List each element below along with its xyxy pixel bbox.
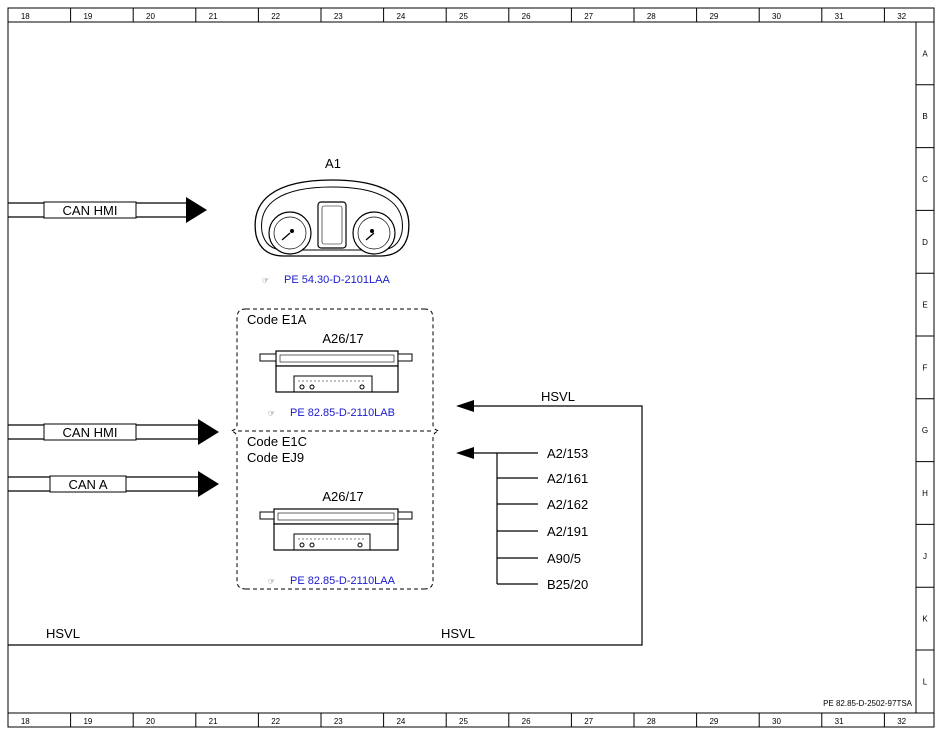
ruler-column-label: 20 xyxy=(146,12,155,21)
variant2-ref-link[interactable]: ☞ PE 82.85-D-2110LAA xyxy=(268,575,396,587)
right-ruler: A B C D E F G H J K L xyxy=(916,49,934,686)
pointing-hand-icon: ☞ xyxy=(268,577,275,586)
ruler-row-label: C xyxy=(922,175,928,184)
bottom-ruler: 18 19 20 21 22 23 24 25 26 27 28 29 30 31 32 xyxy=(21,713,907,727)
ruler-row-label: G xyxy=(922,426,928,435)
variant2-module-label: A26/17 xyxy=(322,489,363,504)
pointing-hand-icon: ☞ xyxy=(262,276,269,285)
ruler-column-label: 18 xyxy=(21,12,30,21)
ruler-row-label: D xyxy=(922,238,928,247)
ruler-column-label: 25 xyxy=(459,12,468,21)
ruler-column-label: 30 xyxy=(772,717,781,726)
ruler-column-label: 32 xyxy=(897,717,906,726)
ruler-column-label: 24 xyxy=(396,717,405,726)
arrow-right-icon xyxy=(198,471,219,497)
variant1-module-label: A26/17 xyxy=(322,331,363,346)
hsvl-label-mid: HSVL xyxy=(441,626,475,641)
ruler-row-label: F xyxy=(923,363,928,372)
cluster-label: A1 xyxy=(325,156,341,171)
ruler-column-label: 32 xyxy=(897,12,906,21)
cluster-ref-text: PE 54.30-D-2101LAA xyxy=(284,274,390,286)
top-ruler: 18 19 20 21 22 23 24 25 26 27 28 29 30 31 32 xyxy=(21,8,907,22)
hsvl-label-top: HSVL xyxy=(541,389,575,404)
input-component-label[interactable]: A2/162 xyxy=(547,497,588,512)
variant1-ref-link[interactable]: ☞ PE 82.85-D-2110LAB xyxy=(268,407,395,419)
ruler-column-label: 21 xyxy=(209,12,218,21)
arrow-left-icon xyxy=(456,400,474,412)
ruler-row-label: A xyxy=(922,49,928,58)
ruler-column-label: 30 xyxy=(772,12,781,21)
can-hmi-bus-2[interactable]: CAN HMI xyxy=(8,419,219,445)
ruler-column-label: 18 xyxy=(21,717,30,726)
ruler-column-label: 26 xyxy=(522,717,531,726)
ruler-column-label: 24 xyxy=(396,12,405,21)
ruler-column-label: 27 xyxy=(584,12,593,21)
ruler-row-label: H xyxy=(922,489,928,498)
ruler-column-label: 19 xyxy=(83,717,92,726)
can-hmi-bus-1[interactable]: CAN HMI xyxy=(8,197,207,223)
hsvl-label-left: HSVL xyxy=(46,626,80,641)
ruler-column-label: 27 xyxy=(584,717,593,726)
control-module-icon[interactable] xyxy=(259,508,413,551)
ruler-row-label: B xyxy=(922,112,927,121)
variant2-ref-text: PE 82.85-D-2110LAA xyxy=(290,575,396,587)
frame-border xyxy=(7,7,935,728)
bus-label: CAN A xyxy=(68,477,107,492)
input-component-label[interactable]: A90/5 xyxy=(547,551,581,566)
ruler-column-label: 22 xyxy=(271,717,280,726)
doc-reference: PE 82.85-D-2502-97TSA xyxy=(823,699,913,708)
ruler-row-label: J xyxy=(923,552,927,561)
instrument-cluster-icon[interactable] xyxy=(254,179,410,257)
ruler-row-label: L xyxy=(923,677,928,686)
arrow-left-icon xyxy=(456,447,474,459)
ruler-column-label: 23 xyxy=(334,717,343,726)
ruler-column-label: 29 xyxy=(709,12,718,21)
input-component-label[interactable]: A2/191 xyxy=(547,524,588,539)
control-module-icon[interactable] xyxy=(259,350,413,393)
can-a-bus[interactable]: CAN A xyxy=(8,471,219,497)
hsvl-line[interactable] xyxy=(8,400,643,646)
input-component-label[interactable]: A2/153 xyxy=(547,446,588,461)
variant1-ref-text: PE 82.85-D-2110LAB xyxy=(290,407,395,419)
input-component-label[interactable]: B25/20 xyxy=(547,577,588,592)
arrow-right-icon xyxy=(198,419,219,445)
ruler-column-label: 23 xyxy=(334,12,343,21)
ruler-column-label: 31 xyxy=(835,717,844,726)
ruler-column-label: 21 xyxy=(209,717,218,726)
ruler-column-label: 28 xyxy=(647,12,656,21)
variant-group-box xyxy=(230,308,440,590)
pointing-hand-icon: ☞ xyxy=(268,409,275,418)
variant2-code2: Code EJ9 xyxy=(247,450,304,465)
ruler-column-label: 28 xyxy=(647,717,656,726)
input-component-label[interactable]: A2/161 xyxy=(547,471,588,486)
arrow-right-icon xyxy=(186,197,207,223)
ruler-row-label: K xyxy=(922,615,928,624)
cluster-ref-link[interactable]: ☞ PE 54.30-D-2101LAA xyxy=(262,274,390,286)
ruler-column-label: 22 xyxy=(271,12,280,21)
ruler-column-label: 19 xyxy=(83,12,92,21)
ruler-column-label: 26 xyxy=(522,12,531,21)
ruler-row-label: E xyxy=(922,301,927,310)
ruler-column-label: 29 xyxy=(709,717,718,726)
bus-label: CAN HMI xyxy=(63,425,118,440)
ruler-column-label: 20 xyxy=(146,717,155,726)
variant2-code1: Code E1C xyxy=(247,434,307,449)
variant1-code: Code E1A xyxy=(247,312,307,327)
ruler-column-label: 25 xyxy=(459,717,468,726)
bus-label: CAN HMI xyxy=(63,203,118,218)
ruler-column-label: 31 xyxy=(835,12,844,21)
